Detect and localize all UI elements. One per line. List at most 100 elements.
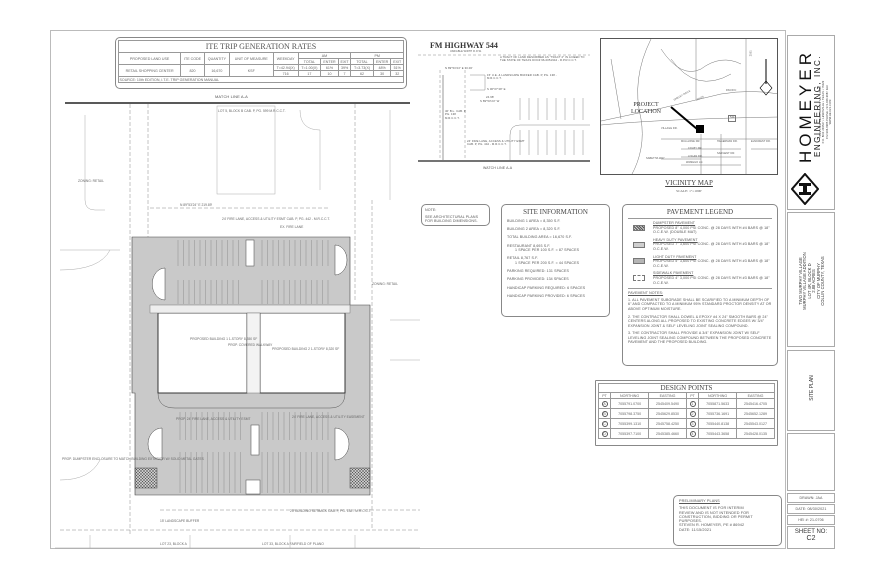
cell: 2545416.4705 bbox=[736, 398, 775, 409]
plan-label: LOT 33, BLOCK A FAIRFIELD OF PLANO bbox=[262, 542, 324, 546]
site-plan-drawing: PROPOSED BUILDING 1 1-STORY 8,350 SF PRO… bbox=[55, 54, 590, 549]
site-info-line: HANDICAP PARKING REQUIRED: 6 SPACES bbox=[507, 285, 586, 290]
street-label: WAMEGO LN. bbox=[686, 161, 704, 164]
cell: 7055399.1310 bbox=[610, 418, 650, 429]
stamp-line: REVIEW AND IS NOT INTENDED FOR bbox=[679, 510, 750, 515]
cell: 2 bbox=[685, 408, 700, 419]
site-info-line: BUILDING 1 AREA = 8,350 S.F. bbox=[507, 219, 561, 223]
street-label: COLBY DR. bbox=[688, 147, 703, 150]
plan-label: LOT 23, BLOCK A bbox=[160, 542, 188, 546]
street-label: MULLVANE DR. bbox=[681, 140, 701, 143]
sheet-title: SITE PLAN bbox=[809, 375, 815, 401]
street-label: SARGENT DR. bbox=[717, 152, 736, 155]
sheet-border bbox=[50, 30, 786, 549]
site-info-line: RESTAURANT 8,693 S.F. bbox=[507, 243, 551, 248]
note-text: SEE ARCHITECTURAL PLANS FOR BUILDING DIM… bbox=[425, 214, 479, 224]
site-info-line: RETAIL 8,767 S.F. bbox=[507, 256, 539, 261]
plan-label: EX. FIRE LANE bbox=[280, 225, 304, 229]
watch-line-label: WATCH LINE A-A bbox=[483, 166, 513, 170]
legend-desc: PROPOSED 7" 3,600 PSI CONC. @ 28 DAYS WI… bbox=[653, 242, 770, 251]
street-label: ELMCREST DR. bbox=[751, 140, 771, 143]
highway-subtitle: VARIABLE WIDTH R.O.W. bbox=[450, 50, 482, 53]
legend-desc: PROPOSED 4" 3,000 PSI CONC. @ 28 DAYS WI… bbox=[653, 275, 770, 285]
street-label: HAGERMAN DR. bbox=[717, 140, 738, 143]
landscape-islands bbox=[147, 239, 350, 495]
site-info-line: 1 SPACE PER 100 S.F. = 87 SPACES bbox=[515, 248, 580, 253]
site-info-lines: BUILDING 1 AREA = 8,350 S.F. BUILDING 2 A… bbox=[507, 219, 604, 298]
cell: 16,670 bbox=[203, 64, 230, 77]
cell: 2545385.4660 bbox=[648, 428, 687, 439]
ite-title: ITE TRIP GENERATION RATES bbox=[118, 40, 404, 52]
highway-label: 15' U.E. & LANDSCAPE BUFFER CAB. P, PG. … bbox=[487, 73, 557, 81]
vicinity-map-title: VICINITY MAP bbox=[665, 179, 713, 187]
company-logo-icon bbox=[791, 173, 819, 205]
pavement-note: 2. THE CONTRACTOR SHALL DOWEL & EPOXY #4… bbox=[628, 314, 768, 328]
cell: A bbox=[597, 398, 612, 409]
cell: 2545629.8530 bbox=[648, 408, 687, 419]
dumpster-pad-left bbox=[134, 467, 158, 489]
drawn-by: DRAWN: JAA bbox=[787, 493, 835, 503]
sidewalk bbox=[149, 304, 351, 314]
highway-detail bbox=[418, 54, 590, 160]
street-label: PACIFIC bbox=[726, 89, 737, 92]
cell: 7055871.5633 bbox=[698, 398, 738, 409]
cell: B bbox=[597, 408, 612, 419]
plan-label: 15' LANDSCAPE BUFFER bbox=[160, 519, 200, 523]
legend-swatch bbox=[633, 258, 645, 265]
site-info-line: BUILDING 2 AREA = 8,320 S.F. bbox=[507, 227, 561, 232]
cell: 3 bbox=[685, 418, 700, 429]
legend-swatch bbox=[633, 275, 645, 282]
legend-desc: PROPOSED 8" 4,000 PSI CONC. @ 28 DAYS WI… bbox=[653, 225, 770, 235]
cell: 4 bbox=[685, 428, 700, 439]
highway-label: 24.98' bbox=[486, 95, 495, 99]
ite-trip-generation-table: ITE TRIP GENERATION RATES PROPOSED LAND … bbox=[115, 37, 407, 89]
stamp-line: STEVEN R. HOMEYER, PE # 86942 bbox=[679, 523, 745, 528]
cell: 7055736.1691 bbox=[698, 408, 738, 419]
highway-label: A TRACT OF LAND DESCRIBED AS "TRACT 2" I… bbox=[500, 55, 585, 63]
legend-name: LIGHT DUTY PAVEMENT bbox=[653, 254, 697, 259]
legend-name: SIDEWALK PAVEMENT bbox=[653, 271, 694, 276]
cell: 7055798.3750 bbox=[610, 408, 650, 419]
building-1 bbox=[157, 312, 248, 394]
street-label: 2551 bbox=[749, 50, 753, 57]
legend-swatch bbox=[633, 241, 645, 248]
vicinity-map-streets bbox=[601, 39, 777, 174]
plan-label: N 89°53'24" E 219.89' bbox=[180, 203, 213, 207]
dumpster-pads bbox=[134, 467, 371, 489]
match-line-label: MATCH LINE A-A bbox=[215, 94, 248, 99]
plan-label: PROP. 24' FIRE LANE, ACCESS & UTILITY ES… bbox=[176, 417, 251, 421]
legend-desc: PROPOSED 5" 3,600 PSI CONC. @ 28 DAYS WI… bbox=[653, 259, 770, 268]
stamp-line: CONSTRUCTION, BIDDING OR PERMIT bbox=[679, 514, 753, 519]
pavement-note: 3. THE CONTRACTOR SHALL PROVIDE A 3/4" E… bbox=[628, 331, 772, 345]
stamp-title: PRELIMINARY PLANS bbox=[679, 499, 720, 503]
plan-label: PROP. DUMPSTER ENCLOSURE TO MATCH BUILDI… bbox=[62, 457, 205, 461]
plan-label: 25' BUILDING SETBACK CAB. P, PG. 138 - M… bbox=[290, 509, 371, 513]
col-header: PROPOSED LAND USE bbox=[117, 52, 182, 65]
stamp-line: THIS DOCUMENT IS FOR INTERIM bbox=[679, 506, 744, 511]
cell: 7055397.7100 bbox=[610, 428, 650, 439]
drawing-date: DATE: 08/30/2021 bbox=[787, 504, 835, 514]
site-info-line: 1 SPACE PER 200 S.F. = 44 SPACES bbox=[515, 260, 580, 265]
plan-label: ZONING: RETAIL bbox=[372, 282, 398, 286]
plan-label: ZONING: RETAIL bbox=[78, 179, 104, 183]
cell: 1 bbox=[685, 398, 700, 409]
cell: 2545409.5490 bbox=[648, 398, 687, 409]
site-info-line: HANDICAP PARKING PROVIDED: 6 SPACES bbox=[507, 293, 585, 298]
stamp-line: PURPOSES. bbox=[679, 519, 703, 524]
pavement-notes-title: PAVEMENT NOTES: bbox=[628, 291, 664, 296]
cell: 2545758.4250 bbox=[648, 418, 687, 429]
legend-name: DUMPSTER PAVEMENT bbox=[653, 221, 696, 225]
hei-number: HEI #: 21-0706 bbox=[787, 515, 835, 525]
cell: 2545543.0127 bbox=[736, 418, 775, 429]
street-label: VILLAGE DR. bbox=[661, 127, 678, 130]
